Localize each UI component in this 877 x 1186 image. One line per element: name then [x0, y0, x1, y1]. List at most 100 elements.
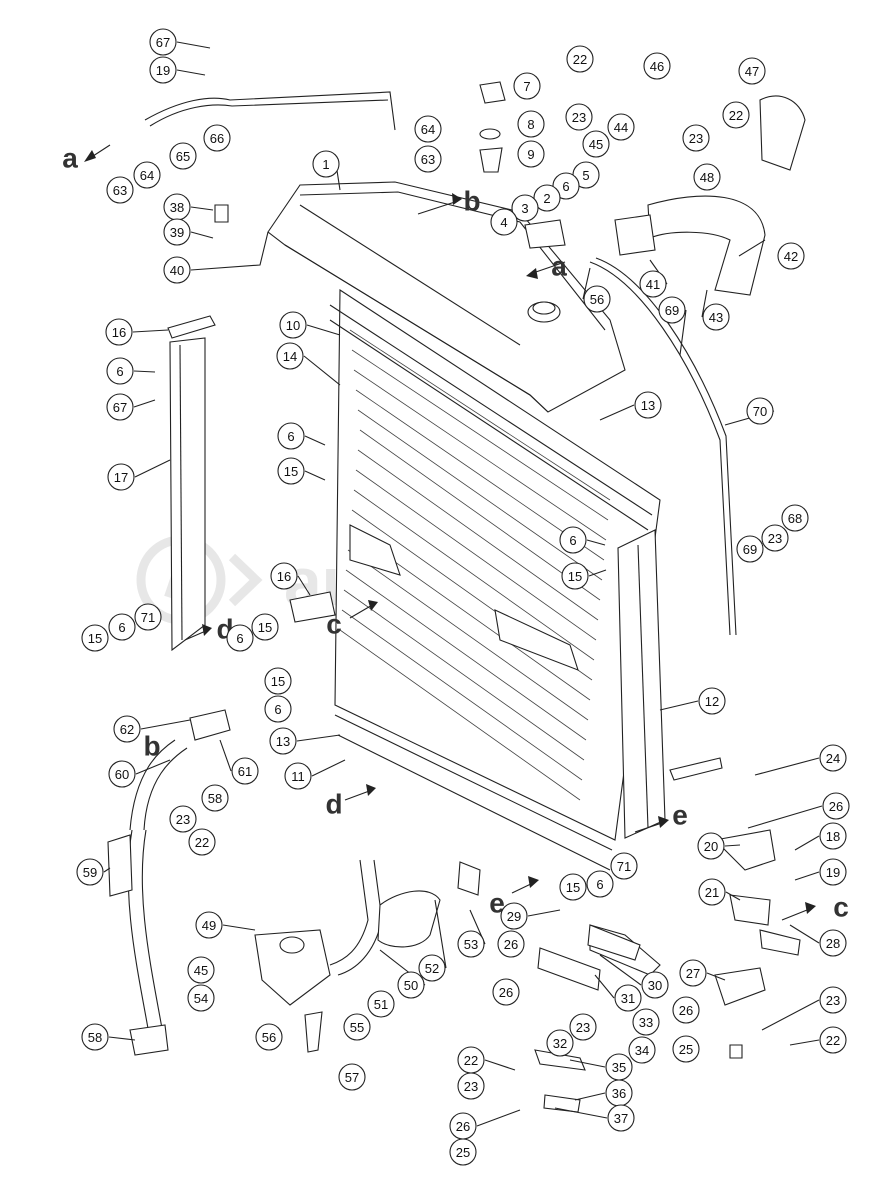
callout-circle — [264, 695, 292, 723]
part-callout-44: 44 — [607, 113, 635, 141]
part-callout-52: 52 — [418, 954, 446, 982]
radiator-core — [329, 288, 661, 871]
callout-circle — [397, 971, 425, 999]
callout-circle — [414, 115, 442, 143]
part-callout-45: 45 — [187, 956, 215, 984]
callout-circle — [819, 1026, 847, 1054]
callout-number: 23 — [768, 531, 782, 546]
callout-number: 56 — [262, 1030, 276, 1045]
part-callout-34: 34 — [628, 1036, 656, 1064]
callout-number: 6 — [562, 179, 569, 194]
part-callout-22: 22 — [722, 101, 750, 129]
part-callout-71: 71 — [134, 603, 162, 631]
callout-number: 26 — [829, 799, 843, 814]
callout-number: 47 — [745, 64, 759, 79]
callout-number: 48 — [700, 170, 714, 185]
part-callout-15: 15 — [81, 624, 109, 652]
callout-circle — [697, 832, 725, 860]
part-callout-16: 16 — [270, 562, 298, 590]
callout-circle — [722, 101, 750, 129]
callout-number: 15 — [568, 569, 582, 584]
callout-circle — [277, 422, 305, 450]
callout-circle — [226, 624, 254, 652]
view-letter-b: b — [463, 186, 480, 217]
callout-circle — [105, 318, 133, 346]
callout-number: 15 — [271, 674, 285, 689]
callout-number: 22 — [826, 1033, 840, 1048]
callout-circle — [449, 1138, 477, 1166]
callout-circle — [698, 878, 726, 906]
callout-number: 16 — [277, 569, 291, 584]
callout-number: 13 — [641, 398, 655, 413]
callout-circle — [106, 393, 134, 421]
part-callout-29: 29 — [500, 902, 528, 930]
callout-circle — [781, 504, 809, 532]
part-callout-23: 23 — [457, 1072, 485, 1100]
part-callout-6: 6 — [226, 624, 254, 652]
part-callout-6: 6 — [559, 526, 587, 554]
part-callout-38: 38 — [163, 193, 191, 221]
callout-circle — [610, 852, 638, 880]
part-callout-19: 19 — [819, 858, 847, 886]
callout-number: 21 — [705, 885, 719, 900]
callout-circle — [277, 457, 305, 485]
callout-number: 3 — [521, 201, 528, 216]
view-letter-e: e — [489, 888, 505, 919]
callout-number: 35 — [612, 1060, 626, 1075]
callout-number: 22 — [464, 1053, 478, 1068]
part-callout-59: 59 — [76, 858, 104, 886]
callout-number: 15 — [284, 464, 298, 479]
callout-circle — [561, 562, 589, 590]
part-callout-23: 23 — [565, 103, 593, 131]
view-letter-c: c — [326, 609, 342, 640]
callout-number: 20 — [704, 839, 718, 854]
callout-number: 26 — [456, 1119, 470, 1134]
callout-circle — [312, 150, 340, 178]
callout-number: 39 — [170, 225, 184, 240]
callout-number: 12 — [705, 694, 719, 709]
callout-number: 29 — [507, 909, 521, 924]
part-callout-3: 3 — [511, 194, 539, 222]
callout-number: 6 — [274, 702, 281, 717]
callout-circle — [546, 1029, 574, 1057]
callout-circle — [457, 930, 485, 958]
part-callout-49: 49 — [195, 911, 223, 939]
callout-number: 59 — [83, 865, 97, 880]
callout-circle — [457, 1072, 485, 1100]
callout-number: 63 — [113, 183, 127, 198]
callout-number: 23 — [826, 993, 840, 1008]
callout-circle — [679, 959, 707, 987]
part-callout-15: 15 — [277, 457, 305, 485]
callout-circle — [819, 744, 847, 772]
callout-number: 10 — [286, 318, 300, 333]
callout-circle — [106, 176, 134, 204]
part-callout-69: 69 — [658, 296, 686, 324]
callout-number: 68 — [788, 511, 802, 526]
part-callout-62: 62 — [113, 715, 141, 743]
callout-circle — [169, 805, 197, 833]
callout-number: 69 — [665, 303, 679, 318]
part-callout-67: 67 — [106, 393, 134, 421]
callout-circle — [682, 124, 710, 152]
callout-circle — [169, 142, 197, 170]
callout-number: 33 — [639, 1015, 653, 1030]
callout-number: 2 — [543, 191, 550, 206]
callout-number: 40 — [170, 263, 184, 278]
part-callout-63: 63 — [106, 176, 134, 204]
part-callout-53: 53 — [457, 930, 485, 958]
callout-number: 23 — [689, 131, 703, 146]
callout-circle — [81, 624, 109, 652]
part-callout-26: 26 — [822, 792, 850, 820]
part-callout-15: 15 — [264, 667, 292, 695]
callout-circle — [188, 828, 216, 856]
callout-number: 43 — [709, 310, 723, 325]
callout-number: 69 — [743, 542, 757, 557]
callout-circle — [559, 873, 587, 901]
callout-circle — [628, 1036, 656, 1064]
callout-number: 9 — [527, 147, 534, 162]
part-callout-1: 1 — [312, 150, 340, 178]
callout-number: 46 — [650, 59, 664, 74]
callout-circle — [693, 163, 721, 191]
callout-circle — [702, 303, 730, 331]
